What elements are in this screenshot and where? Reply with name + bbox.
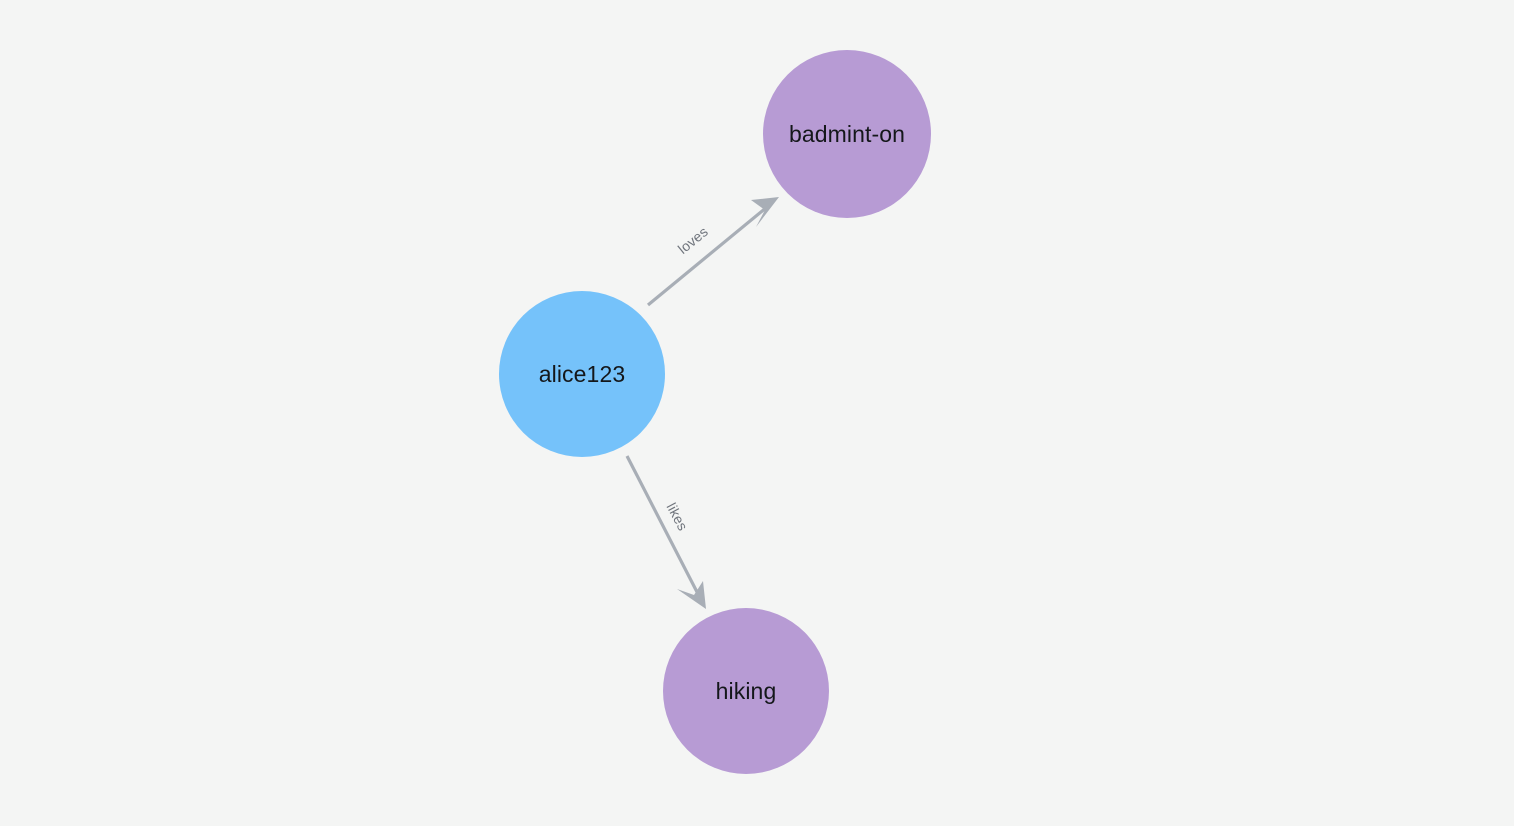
- edge-arrowhead-loves: [751, 197, 779, 227]
- edge-label-likes: likes: [664, 500, 692, 533]
- edge-alice123-loves-badminton[interactable]: loves: [646, 197, 779, 307]
- graph-node-label-badminton: badmint-­on: [788, 120, 906, 147]
- graph-node-alice123[interactable]: alice123: [499, 291, 665, 457]
- graph-node-label-alice123: alice123: [538, 360, 626, 387]
- edge-line-loves: [646, 205, 769, 307]
- graph-node-badminton[interactable]: badmint-­on: [763, 50, 931, 218]
- edge-alice123-likes-hiking[interactable]: likes: [625, 455, 706, 609]
- edge-arrowhead-likes: [677, 581, 706, 609]
- edge-label-loves: loves: [675, 223, 711, 257]
- edge-line-likes: [625, 455, 699, 593]
- graph-node-label-hiking: hiking: [715, 677, 777, 704]
- graph-node-hiking[interactable]: hiking: [663, 608, 829, 774]
